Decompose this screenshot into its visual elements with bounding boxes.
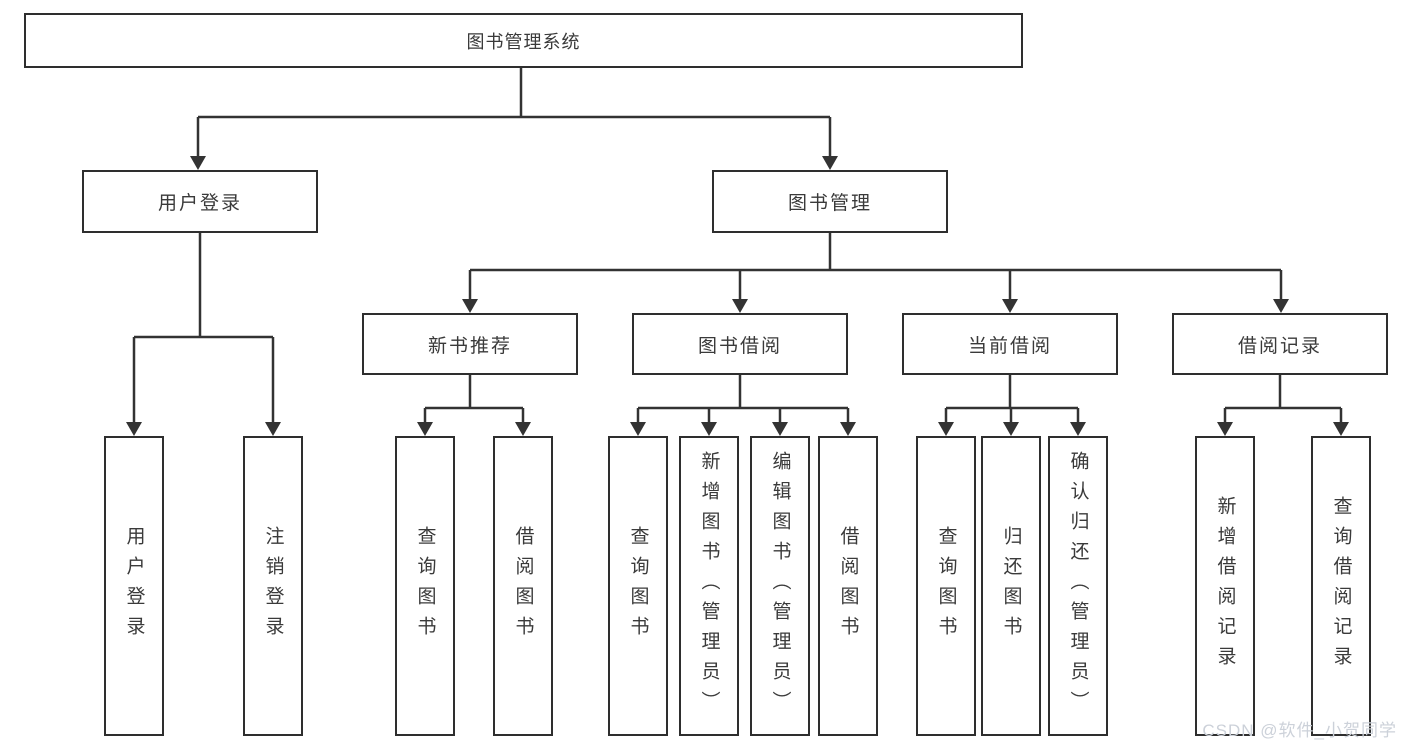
csdn-watermark: CSDN @软件_小贺同学 <box>1202 721 1397 740</box>
leaf-borrow-books-recommend: 借阅图书 <box>493 436 553 736</box>
node-book-borrowing-label: 图书借阅 <box>697 335 782 357</box>
node-user-login-module-label: 用户登录 <box>157 193 242 214</box>
node-new-book-recommendation: 新书推荐 <box>362 313 578 375</box>
leaf-borrow-books-label: 借阅图书 <box>837 526 859 646</box>
leaf-query-borrow-record: 查询借阅记录 <box>1311 436 1371 736</box>
node-library-management-system: 图书管理系统 <box>24 13 1023 68</box>
leaf-query-books-recommend-label: 查询图书 <box>414 526 436 646</box>
leaf-query-books-current: 查询图书 <box>916 436 976 736</box>
leaf-add-book-admin-label: 新增图书（管理员） <box>698 451 720 721</box>
node-book-management-module-label: 图书管理 <box>787 193 872 214</box>
leaf-return-books-label: 归还图书 <box>1000 526 1022 646</box>
node-new-book-recommendation-label: 新书推荐 <box>427 335 512 357</box>
node-current-borrowing: 当前借阅 <box>902 313 1118 375</box>
node-user-login-module: 用户登录 <box>82 170 318 233</box>
leaf-edit-book-admin: 编辑图书（管理员） <box>750 436 810 736</box>
leaf-logout: 注销登录 <box>243 436 303 736</box>
leaf-user-login-label: 用户登录 <box>123 526 145 646</box>
leaf-confirm-return-admin-label: 确认归还（管理员） <box>1067 451 1089 721</box>
connector-wire <box>132 68 1343 424</box>
leaf-add-book-admin: 新增图书（管理员） <box>679 436 739 736</box>
leaf-edit-book-admin-label: 编辑图书（管理员） <box>769 451 791 721</box>
leaf-confirm-return-admin: 确认归还（管理员） <box>1048 436 1108 736</box>
node-book-borrowing: 图书借阅 <box>632 313 848 375</box>
node-library-management-system-label: 图书管理系统 <box>466 31 581 52</box>
leaf-query-books-borrow-label: 查询图书 <box>627 526 649 646</box>
leaf-add-borrow-record-label: 新增借阅记录 <box>1214 496 1236 676</box>
leaf-query-books-current-label: 查询图书 <box>935 526 957 646</box>
leaf-query-books-borrow: 查询图书 <box>608 436 668 736</box>
node-borrowing-records: 借阅记录 <box>1172 313 1388 375</box>
leaf-user-login: 用户登录 <box>104 436 164 736</box>
leaf-query-books-recommend: 查询图书 <box>395 436 455 736</box>
node-book-management-module: 图书管理 <box>712 170 948 233</box>
node-current-borrowing-label: 当前借阅 <box>967 335 1052 357</box>
leaf-query-borrow-record-label: 查询借阅记录 <box>1330 496 1352 676</box>
leaf-return-books: 归还图书 <box>981 436 1041 736</box>
leaf-borrow-books-recommend-label: 借阅图书 <box>512 526 534 646</box>
node-borrowing-records-label: 借阅记录 <box>1237 335 1322 357</box>
leaf-add-borrow-record: 新增借阅记录 <box>1195 436 1255 736</box>
leaf-borrow-books: 借阅图书 <box>818 436 878 736</box>
leaf-logout-label: 注销登录 <box>262 526 284 646</box>
